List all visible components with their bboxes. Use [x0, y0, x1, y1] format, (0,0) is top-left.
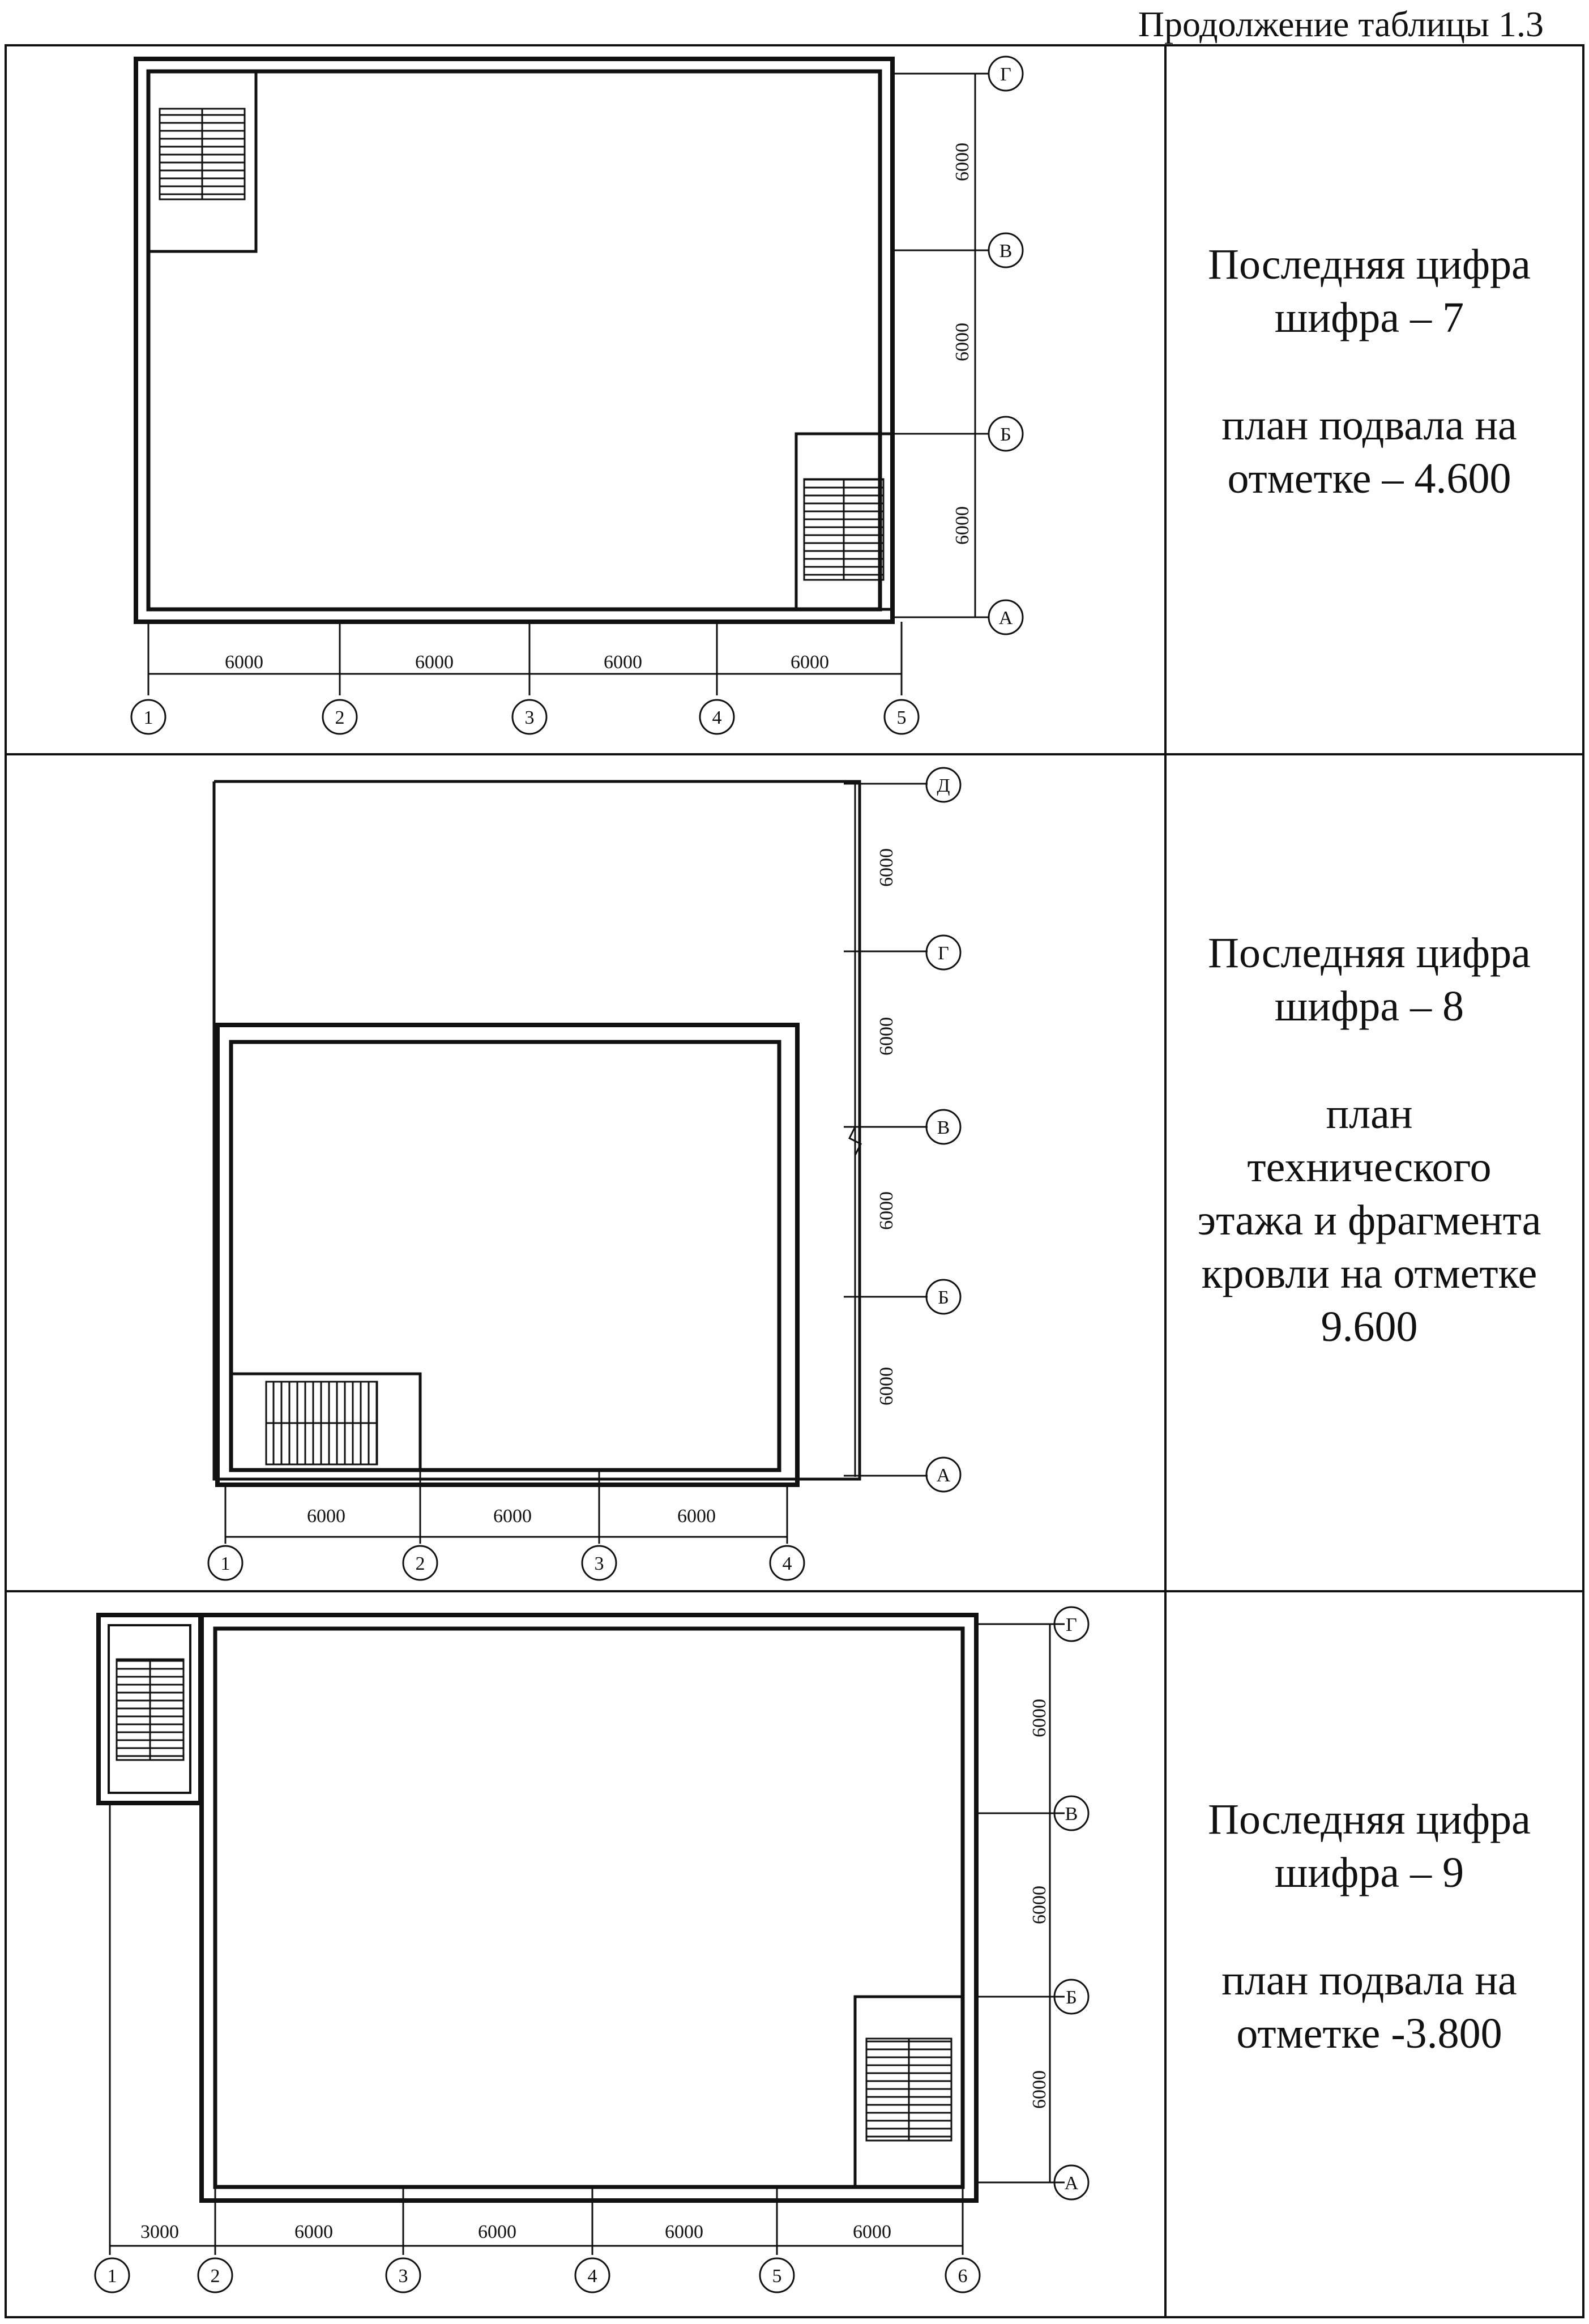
axis-label: 2 — [335, 707, 345, 728]
description-line: отметке – 4.600 — [1227, 455, 1511, 502]
plan-9-labels: Г В Б А 1 2 3 4 5 6 3000 6000 6000 6000 … — [108, 1614, 1079, 2287]
floor-plan-7 — [130, 55, 1024, 735]
axis-label: А — [999, 608, 1013, 629]
dimension-label: 6000 — [853, 2222, 891, 2242]
description-line: шифра – 8 — [1274, 982, 1464, 1030]
dimension-label: 6000 — [665, 2222, 703, 2242]
dimension-label: 6000 — [952, 323, 973, 361]
dimension-label: 6000 — [952, 506, 973, 545]
description-line: Последняя цифра — [1208, 929, 1531, 977]
axis-label: 4 — [712, 707, 722, 728]
description-line: Последняя цифра — [1208, 1796, 1531, 1843]
axis-label: Д — [937, 775, 950, 796]
dimension-label: 3000 — [140, 2222, 179, 2242]
dimension-label: 6000 — [876, 848, 897, 887]
dimension-label: 6000 — [1029, 1886, 1050, 1924]
page-title: Продолжение таблицы 1.3 — [1138, 4, 1544, 44]
axis-label: 3 — [595, 1553, 604, 1574]
axis-label: 4 — [783, 1553, 792, 1574]
description-row-7: Последняя цифра шифра – 7 план подвала н… — [1171, 238, 1567, 505]
axis-label: 2 — [211, 2266, 220, 2287]
description-line: кровли на отметке — [1201, 1250, 1537, 1297]
description-line: технического — [1247, 1143, 1492, 1191]
description-line: шифра – 7 — [1274, 294, 1464, 341]
table-frame — [5, 44, 1584, 2318]
axis-label: 1 — [221, 1553, 230, 1574]
description-line: Последняя цифра — [1208, 241, 1531, 288]
description-line: план — [1326, 1090, 1413, 1138]
axis-label: А — [1065, 2173, 1079, 2194]
dimension-label: 6000 — [493, 1506, 532, 1527]
dimension-label: 6000 — [677, 1506, 716, 1527]
dimension-label: 6000 — [876, 1191, 897, 1230]
description-row-8: Последняя цифра шифра – 8 план техническ… — [1171, 926, 1567, 1353]
dimension-label: 6000 — [225, 652, 263, 673]
axis-label: В — [999, 241, 1013, 262]
axis-label: В — [1065, 1804, 1078, 1825]
axis-label: Б — [938, 1287, 949, 1308]
description-line: этажа и фрагмента — [1197, 1197, 1541, 1244]
dimension-label: 6000 — [307, 1506, 345, 1527]
axis-label: 6 — [958, 2266, 968, 2287]
dimension-label: 6000 — [294, 2222, 333, 2242]
dimension-label: 6000 — [876, 1367, 897, 1405]
dimension-label: 6000 — [604, 652, 642, 673]
description-line: отметке -3.800 — [1236, 2010, 1502, 2057]
axis-label: 5 — [772, 2266, 782, 2287]
axis-label: В — [937, 1117, 950, 1138]
axis-label: Б — [1000, 424, 1011, 445]
description-line: шифра – 9 — [1274, 1849, 1464, 1896]
dimension-label: 6000 — [1029, 1699, 1050, 1737]
axis-label: 4 — [588, 2266, 597, 2287]
dimension-label: 6000 — [791, 652, 829, 673]
plan-7-labels: Г В Б А 1 2 3 4 5 6000 6000 6000 6000 60… — [144, 64, 1013, 728]
plan-8-labels: Д Г В Б А 1 2 3 4 6000 6000 6000 6000 60… — [221, 775, 951, 1574]
dimension-label: 6000 — [1029, 2070, 1050, 2109]
axis-label: 2 — [416, 1553, 425, 1574]
axis-label: 1 — [144, 707, 153, 728]
description-line: 9.600 — [1321, 1303, 1418, 1351]
description-line: план подвала на — [1221, 401, 1517, 449]
dimension-label: 6000 — [952, 143, 973, 181]
axis-label: Б — [1066, 1987, 1077, 2008]
axis-label: А — [937, 1465, 951, 1486]
axis-label: 1 — [108, 2266, 117, 2287]
floor-plan-9 — [94, 1606, 1090, 2293]
dimension-label: 6000 — [478, 2222, 516, 2242]
axis-label: 3 — [399, 2266, 408, 2287]
description-row-9: Последняя цифра шифра – 9 план подвала н… — [1171, 1793, 1567, 2060]
axis-label: Г — [1000, 64, 1011, 85]
axis-label: 3 — [525, 707, 535, 728]
axis-label: Г — [1066, 1614, 1077, 1635]
dimension-label: 6000 — [415, 652, 454, 673]
description-line: план подвала на — [1221, 1956, 1517, 2004]
dimension-label: 6000 — [876, 1017, 897, 1056]
axis-label: Г — [938, 943, 949, 964]
axis-label: 5 — [897, 707, 907, 728]
floor-plan-8 — [207, 767, 962, 1581]
